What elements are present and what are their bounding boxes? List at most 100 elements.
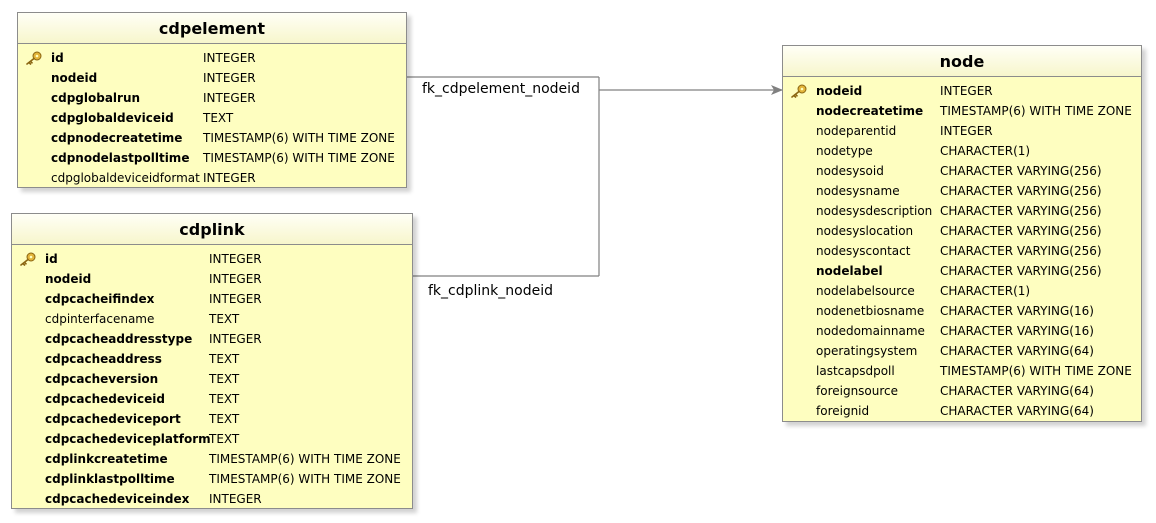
column-row: cdpcachedeviceport TEXT — [12, 409, 412, 429]
column-type: INTEGER — [209, 492, 262, 506]
column-name: nodeparentid — [816, 124, 897, 138]
column-name: cdpcachedeviceindex — [45, 492, 190, 506]
column-type: INTEGER — [940, 84, 993, 98]
column-name: cdplinklastpolltime — [45, 472, 175, 486]
column-row: nodelabelsource CHARACTER(1) — [783, 281, 1141, 301]
column-name: nodetype — [816, 144, 873, 158]
column-type: TEXT — [209, 372, 240, 386]
column-row: nodecreatetime TIMESTAMP(6) WITH TIME ZON… — [783, 101, 1141, 121]
column-row: cdpcacheaddress TEXT — [12, 349, 412, 369]
column-type: TEXT — [209, 312, 240, 326]
column-row: cdpnodecreatetime TIMESTAMP(6) WITH TIME … — [18, 128, 406, 148]
table-title: cdplink — [12, 214, 412, 245]
column-name: cdpcacheversion — [45, 372, 159, 386]
column-row: foreignid CHARACTER VARYING(64) — [783, 401, 1141, 421]
column-type: TIMESTAMP(6) WITH TIME ZONE — [940, 104, 1132, 118]
column-row: cdplinkcreatetime TIMESTAMP(6) WITH TIME … — [12, 449, 412, 469]
column-type: CHARACTER VARYING(256) — [940, 244, 1102, 258]
column-type: CHARACTER VARYING(256) — [940, 164, 1102, 178]
column-type: INTEGER — [209, 292, 262, 306]
column-type: TEXT — [203, 111, 234, 125]
column-name: cdpnodelastpolltime — [51, 151, 190, 165]
column-type: TEXT — [209, 412, 240, 426]
column-type: CHARACTER VARYING(256) — [940, 264, 1102, 278]
column-row: cdpcacheversion TEXT — [12, 369, 412, 389]
table-title: cdpelement — [18, 13, 406, 44]
column-type: CHARACTER VARYING(64) — [940, 404, 1094, 418]
column-row: cdpcachedeviceid TEXT — [12, 389, 412, 409]
column-name: cdpcachedeviceid — [45, 392, 165, 406]
column-name: cdpcacheifindex — [45, 292, 155, 306]
column-name: foreignsource — [816, 384, 899, 398]
table-title: node — [783, 46, 1141, 77]
column-type: TEXT — [209, 352, 240, 366]
column-type: INTEGER — [209, 252, 262, 266]
column-type: CHARACTER VARYING(64) — [940, 344, 1094, 358]
column-type: CHARACTER VARYING(16) — [940, 324, 1094, 338]
column-name: cdpglobaldeviceid — [51, 111, 174, 125]
column-name: nodeid — [816, 84, 863, 98]
column-name: cdpglobalrun — [51, 91, 141, 105]
column-type: CHARACTER VARYING(256) — [940, 184, 1102, 198]
column-name: nodecreatetime — [816, 104, 924, 118]
column-name: cdpcacheaddress — [45, 352, 162, 366]
column-name: cdpinterfacename — [45, 312, 155, 326]
column-name: cdplinkcreatetime — [45, 452, 168, 466]
column-type: CHARACTER VARYING(16) — [940, 304, 1094, 318]
column-name: nodelabel — [816, 264, 883, 278]
column-name: nodesyslocation — [816, 224, 914, 238]
column-type: INTEGER — [203, 171, 256, 185]
column-name: cdpcacheaddresstype — [45, 332, 193, 346]
column-name: nodesysoid — [816, 164, 884, 178]
column-name: nodelabelsource — [816, 284, 915, 298]
column-type: TIMESTAMP(6) WITH TIME ZONE — [209, 452, 401, 466]
key-icon — [25, 51, 43, 65]
column-name: cdpnodecreatetime — [51, 131, 183, 145]
relationship-label-cdpelement: fk_cdpelement_nodeid — [422, 81, 580, 97]
column-name: cdpcachedeviceport — [45, 412, 181, 426]
key-icon — [19, 252, 37, 266]
column-row: cdpcachedeviceindex INTEGER — [12, 489, 412, 509]
column-name: nodedomainname — [816, 324, 925, 338]
column-name: id — [51, 51, 64, 65]
column-row: cdpcacheifindex INTEGER — [12, 289, 412, 309]
column-row: cdpnodelastpolltime TIMESTAMP(6) WITH TIM… — [18, 148, 406, 168]
column-row: nodelabel CHARACTER VARYING(256) — [783, 261, 1141, 281]
column-name: nodesysdescription — [816, 204, 933, 218]
column-row: nodeid INTEGER — [783, 81, 1141, 101]
column-type: INTEGER — [203, 91, 256, 105]
column-row: cdplinklastpolltime TIMESTAMP(6) WITH TIM… — [12, 469, 412, 489]
column-type: TIMESTAMP(6) WITH TIME ZONE — [209, 472, 401, 486]
column-type: CHARACTER(1) — [940, 284, 1031, 298]
column-type: CHARACTER(1) — [940, 144, 1031, 158]
column-row: id INTEGER — [12, 249, 412, 269]
column-row: nodetype CHARACTER(1) — [783, 141, 1141, 161]
column-name: id — [45, 252, 58, 266]
column-type: TIMESTAMP(6) WITH TIME ZONE — [203, 151, 395, 165]
column-name: foreignid — [816, 404, 870, 418]
column-type: INTEGER — [209, 272, 262, 286]
key-icon — [790, 84, 808, 98]
column-type: TEXT — [209, 392, 240, 406]
column-name: nodeid — [51, 71, 98, 85]
column-type: TIMESTAMP(6) WITH TIME ZONE — [940, 364, 1132, 378]
column-type: TIMESTAMP(6) WITH TIME ZONE — [203, 131, 395, 145]
column-row: cdpglobaldeviceid TEXT — [18, 108, 406, 128]
